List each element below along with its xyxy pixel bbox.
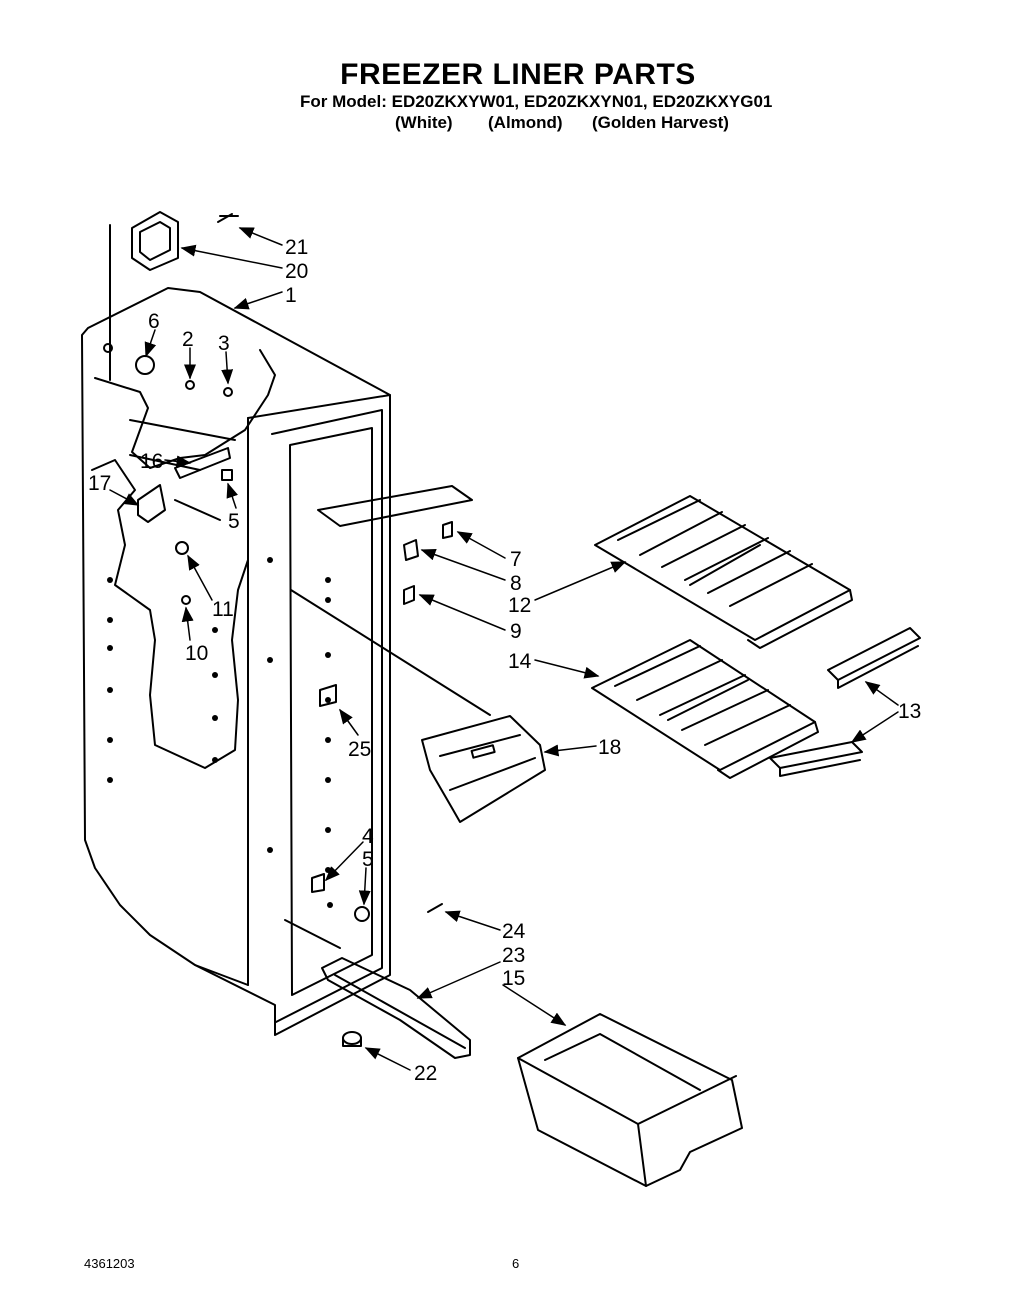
callout-6: 6 <box>148 310 160 333</box>
freezer-liner <box>81 287 491 1036</box>
callout-24: 24 <box>502 920 526 943</box>
callout-13: 13 <box>898 700 921 723</box>
callout-17: 17 <box>88 472 111 495</box>
color-almond-label: (Almond) <box>488 113 563 132</box>
callout-21: 21 <box>285 236 308 259</box>
callout-3: 3 <box>218 332 230 355</box>
callout-22: 22 <box>414 1062 437 1085</box>
small-fasteners <box>103 343 370 922</box>
screw-24 <box>427 903 443 913</box>
shelf-clips <box>403 521 453 605</box>
callout-5-lower: 5 <box>362 848 374 871</box>
callout-11: 11 <box>212 598 234 621</box>
callout-4: 4 <box>362 825 374 848</box>
callout-16: 16 <box>140 450 163 473</box>
document-number: 4361203 <box>84 1256 135 1271</box>
color-golden-label: (Golden Harvest) <box>592 113 729 132</box>
callout-9: 9 <box>510 620 522 643</box>
wire-shelf-lower <box>591 639 819 779</box>
callout-18: 18 <box>598 736 621 759</box>
freezer-bin <box>517 1013 743 1187</box>
callout-14: 14 <box>508 650 532 673</box>
callout-leaders <box>109 227 899 1071</box>
wire-shelf-upper <box>594 495 853 649</box>
callout-8: 8 <box>510 572 522 595</box>
bin-support <box>321 957 471 1059</box>
callout-25: 25 <box>348 738 371 761</box>
shelf-trim <box>769 627 921 777</box>
callout-2: 2 <box>182 328 194 351</box>
callout-1: 1 <box>285 284 297 307</box>
page-number: 6 <box>512 1256 520 1271</box>
light-housing <box>109 211 179 381</box>
callout-20: 20 <box>285 260 308 283</box>
callout-5-upper: 5 <box>228 510 240 533</box>
screw-21 <box>217 213 239 223</box>
callout-12: 12 <box>508 594 531 617</box>
page-title: FREEZER LINER PARTS <box>340 58 696 91</box>
callout-7: 7 <box>510 548 522 571</box>
plug-22 <box>342 1031 362 1047</box>
callout-15: 15 <box>502 967 525 990</box>
callout-10: 10 <box>185 642 208 665</box>
color-white-label: (White) <box>395 113 453 132</box>
model-list: For Model: ED20ZKXYW01, ED20ZKXYN01, ED2… <box>300 92 773 111</box>
callout-23: 23 <box>502 944 525 967</box>
freezer-cover <box>421 715 546 823</box>
